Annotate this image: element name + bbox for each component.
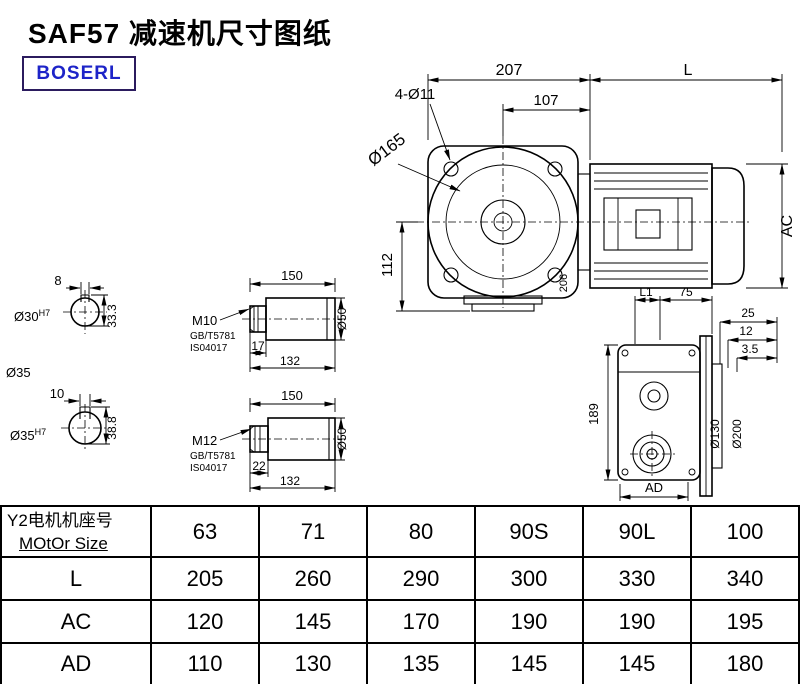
key-width-8-label: 8 xyxy=(54,273,61,288)
brand-logo: BOSERL xyxy=(22,56,136,91)
cell: 290 xyxy=(366,556,476,601)
cell: 330 xyxy=(582,556,692,601)
dim-3-5-label: 3.5 xyxy=(742,342,759,356)
cell: 190 xyxy=(474,599,584,644)
dim-207-label: 207 xyxy=(496,62,523,79)
dim-ac-label: AC xyxy=(779,215,796,237)
front-view-drawing: 207 L 4-Ø11 107 Ø165 112 AC 206 xyxy=(364,62,796,312)
std-gb5781-label: GB/T5781 xyxy=(190,451,236,462)
dim-189-label: 189 xyxy=(586,403,601,425)
dim-17-label: 17 xyxy=(251,339,265,353)
dim-132-label: 132 xyxy=(280,474,300,488)
solid-shaft-m12-drawing: 150 M12 GB/T5781 IS04017 22 132 Ø50 xyxy=(190,388,349,492)
od-d50-label: Ø50 xyxy=(335,427,349,450)
bore-d30-text: Ø30 xyxy=(14,309,39,324)
cell: 260 xyxy=(258,556,368,601)
size-col-90s: 90S xyxy=(474,505,584,558)
table-header-row: Y2电机机座号 MOtOr Size 63 71 80 90S 90L 100 xyxy=(0,505,800,558)
table-row-ac: AC 120 145 170 190 190 195 xyxy=(0,599,800,644)
std-iso4017-label: IS04017 xyxy=(190,343,228,354)
dim-l-label: L xyxy=(684,62,693,79)
cell: 145 xyxy=(258,599,368,644)
dim-107-label: 107 xyxy=(533,92,558,109)
size-col-100: 100 xyxy=(690,505,800,558)
spec-table: Y2电机机座号 MOtOr Size 63 71 80 90S 90L 100 … xyxy=(0,505,800,684)
row-label-ac: AC xyxy=(0,599,152,644)
motor-size-label-cn: Y2电机机座号 xyxy=(7,510,113,530)
cell: 135 xyxy=(366,642,476,684)
od-d35-label: Ø35 xyxy=(6,365,31,380)
dim-75-label: 75 xyxy=(679,285,693,299)
table-row-l: L 205 260 290 300 330 340 xyxy=(0,556,800,601)
cell: 170 xyxy=(366,599,476,644)
dim-12-label: 12 xyxy=(739,324,753,338)
dim-22-label: 22 xyxy=(252,459,266,473)
solid-shaft-m10-drawing: 150 M10 GB/T5781 IS04017 17 132 Ø50 xyxy=(190,268,349,372)
dim-ad-label: AD xyxy=(645,480,663,495)
motor-size-label-en: MOtOr Size xyxy=(19,533,108,553)
size-col-80: 80 xyxy=(366,505,476,558)
cell: 195 xyxy=(690,599,800,644)
row-label-ad: AD xyxy=(0,642,152,684)
bore-d35h7-label: Ø35H7 xyxy=(10,427,46,443)
od-d50-label: Ø50 xyxy=(335,307,349,330)
depth-38-8-label: 38.8 xyxy=(105,416,119,440)
key-width-10-label: 10 xyxy=(50,386,64,401)
thread-m12-label: M12 xyxy=(192,433,217,448)
brand-logo-text: BOSERL xyxy=(36,62,122,84)
cell: 130 xyxy=(258,642,368,684)
output-side-view-drawing: L1 75 25 12 3.5 189 Ø130 Ø200 AD xyxy=(586,285,778,501)
cell: 145 xyxy=(474,642,584,684)
bore-d35-tolerance: H7 xyxy=(35,427,47,437)
shaft-bore-sections-drawing: 8 Ø30H7 33.3 Ø35 10 Ø35H7 38.8 xyxy=(6,273,119,452)
cell: 190 xyxy=(582,599,692,644)
page-title: SAF57 减速机尺寸图纸 xyxy=(28,18,332,49)
cell: 120 xyxy=(150,599,260,644)
motor-size-header-cell: Y2电机机座号 MOtOr Size xyxy=(0,505,152,558)
thread-m10-label: M10 xyxy=(192,313,217,328)
depth-33-3-label: 33.3 xyxy=(105,304,119,328)
dim-206-label: 206 xyxy=(558,274,570,292)
len-150-label: 150 xyxy=(281,268,303,283)
size-col-63: 63 xyxy=(150,505,260,558)
std-iso4017-label: IS04017 xyxy=(190,463,228,474)
row-label-l: L xyxy=(0,556,152,601)
dim-d130-label: Ø130 xyxy=(708,419,722,449)
cell: 180 xyxy=(690,642,800,684)
bore-d35-text: Ø35 xyxy=(10,428,35,443)
std-gb5781-label: GB/T5781 xyxy=(190,331,236,342)
cell: 300 xyxy=(474,556,584,601)
dim-d200-label: Ø200 xyxy=(730,419,744,449)
len-150-label: 150 xyxy=(281,388,303,403)
dim-l1-label: L1 xyxy=(639,285,653,299)
size-col-90l: 90L xyxy=(582,505,692,558)
size-col-71: 71 xyxy=(258,505,368,558)
table-row-ad: AD 110 130 135 145 145 180 xyxy=(0,642,800,684)
bore-d30-tolerance: H7 xyxy=(39,308,51,318)
cell: 145 xyxy=(582,642,692,684)
cell: 340 xyxy=(690,556,800,601)
dim-4xd11-label: 4-Ø11 xyxy=(395,86,436,103)
cell: 205 xyxy=(150,556,260,601)
dim-112-label: 112 xyxy=(379,253,396,277)
cell: 110 xyxy=(150,642,260,684)
dim-d165-label: Ø165 xyxy=(364,130,409,170)
dim-132-label: 132 xyxy=(280,354,300,368)
bore-d30h7-label: Ø30H7 xyxy=(14,308,50,324)
dim-25-label: 25 xyxy=(741,306,755,320)
